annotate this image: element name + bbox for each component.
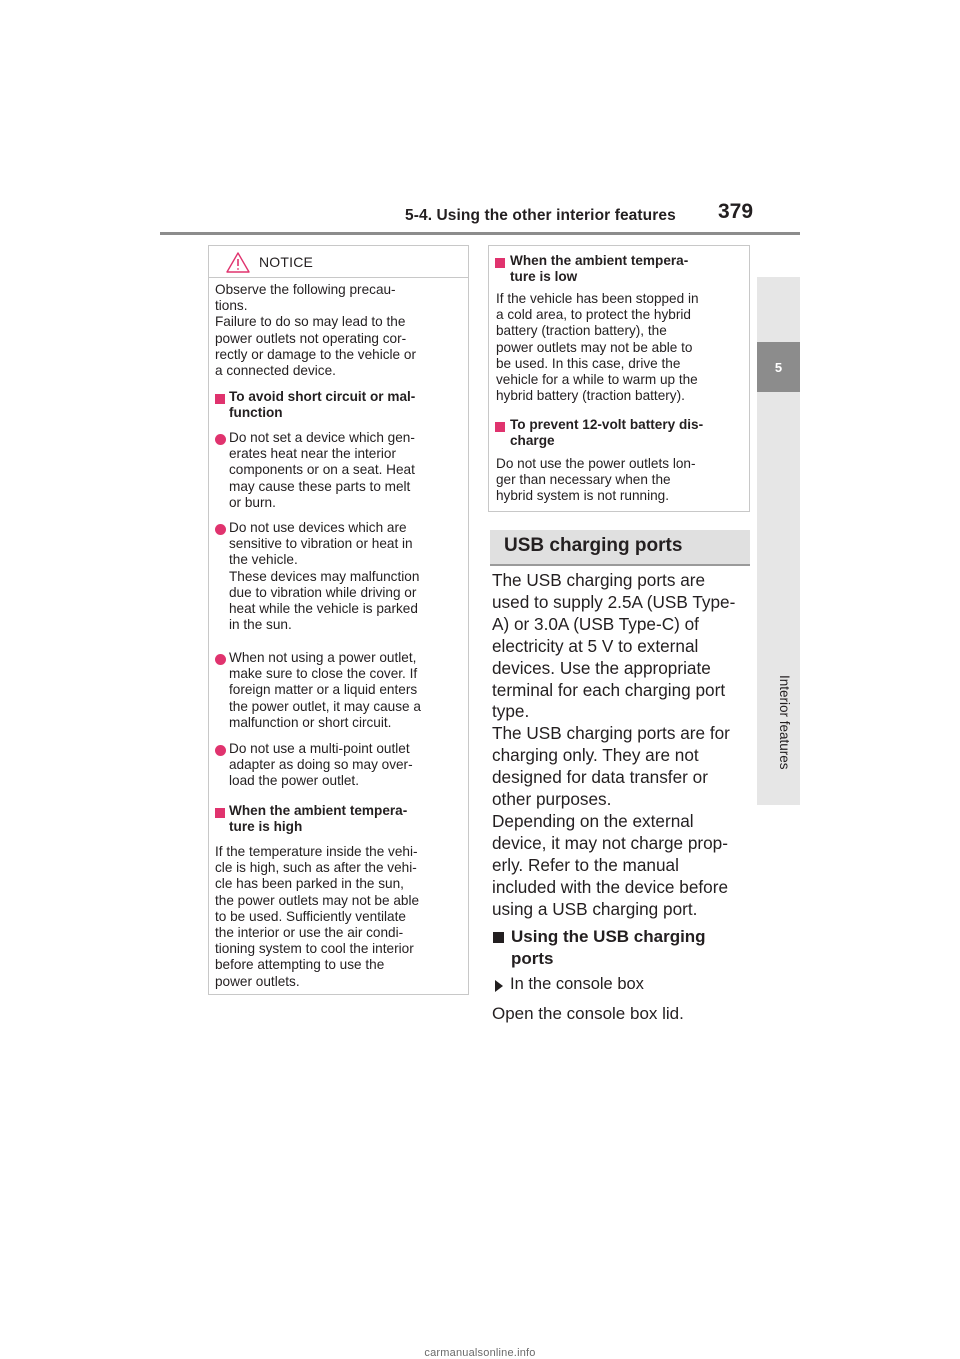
chapter-number-badge: 5	[757, 342, 800, 392]
section-square-marker	[495, 258, 505, 268]
usb-location-text: In the console box	[510, 975, 644, 993]
triangle-arrow-icon	[495, 980, 503, 992]
page-number: 379	[718, 200, 754, 223]
notice-section-title: When the ambient tempera- ture is high	[229, 803, 408, 835]
notice-box: NOTICE Observe the following precau- tio…	[208, 245, 469, 995]
warning-triangle-icon	[226, 252, 250, 273]
notice-section-title: When the ambient tempera- ture is low	[510, 253, 689, 285]
usb-heading-rule	[490, 564, 750, 566]
notice-section-title: To prevent 12-volt battery dis- charge	[510, 417, 704, 449]
bullet-dot	[215, 654, 226, 665]
notice-bullet: Do not use devices which are sensitive t…	[229, 520, 420, 633]
usb-subsection-title: Using the USB charging ports	[511, 927, 706, 968]
notice-section-body: Do not use the power outlets lon- ger th…	[496, 456, 696, 504]
section-title: 5-4. Using the other interior features	[405, 207, 676, 224]
section-square-marker	[215, 394, 225, 404]
bullet-dot	[215, 524, 226, 535]
section-square-marker	[495, 422, 505, 432]
subsection-square-marker	[493, 932, 504, 943]
header-divider	[160, 232, 800, 235]
notice-intro: Observe the following precau- tions. Fai…	[215, 282, 416, 379]
notice-bullet: When not using a power outlet, make sure…	[229, 650, 421, 730]
notice-header: NOTICE	[209, 246, 468, 278]
notice-bullet: Do not use a multi-point outlet adapter …	[229, 741, 413, 789]
notice-continuation-box: When the ambient tempera- ture is low If…	[488, 245, 750, 512]
watermark-text: carmanualsonline.info	[424, 1347, 536, 1359]
bullet-dot	[215, 434, 226, 445]
notice-bullet: Do not set a device which gen- erates he…	[229, 430, 415, 510]
usb-heading: USB charging ports	[504, 535, 683, 556]
section-square-marker	[215, 808, 225, 818]
bullet-dot	[215, 745, 226, 756]
notice-section-title: To avoid short circuit or mal- function	[229, 389, 416, 421]
usb-body-text: The USB charging ports are used to suppl…	[492, 570, 736, 919]
notice-section-body: If the vehicle has been stopped in a col…	[496, 291, 699, 404]
chapter-label: Interior features	[777, 675, 792, 770]
notice-section-body: If the temperature inside the vehi- cle …	[215, 844, 420, 989]
notice-title: NOTICE	[259, 254, 314, 270]
usb-instruction-text: Open the console box lid.	[492, 1004, 684, 1023]
usb-heading-bar: USB charging ports	[490, 530, 750, 564]
